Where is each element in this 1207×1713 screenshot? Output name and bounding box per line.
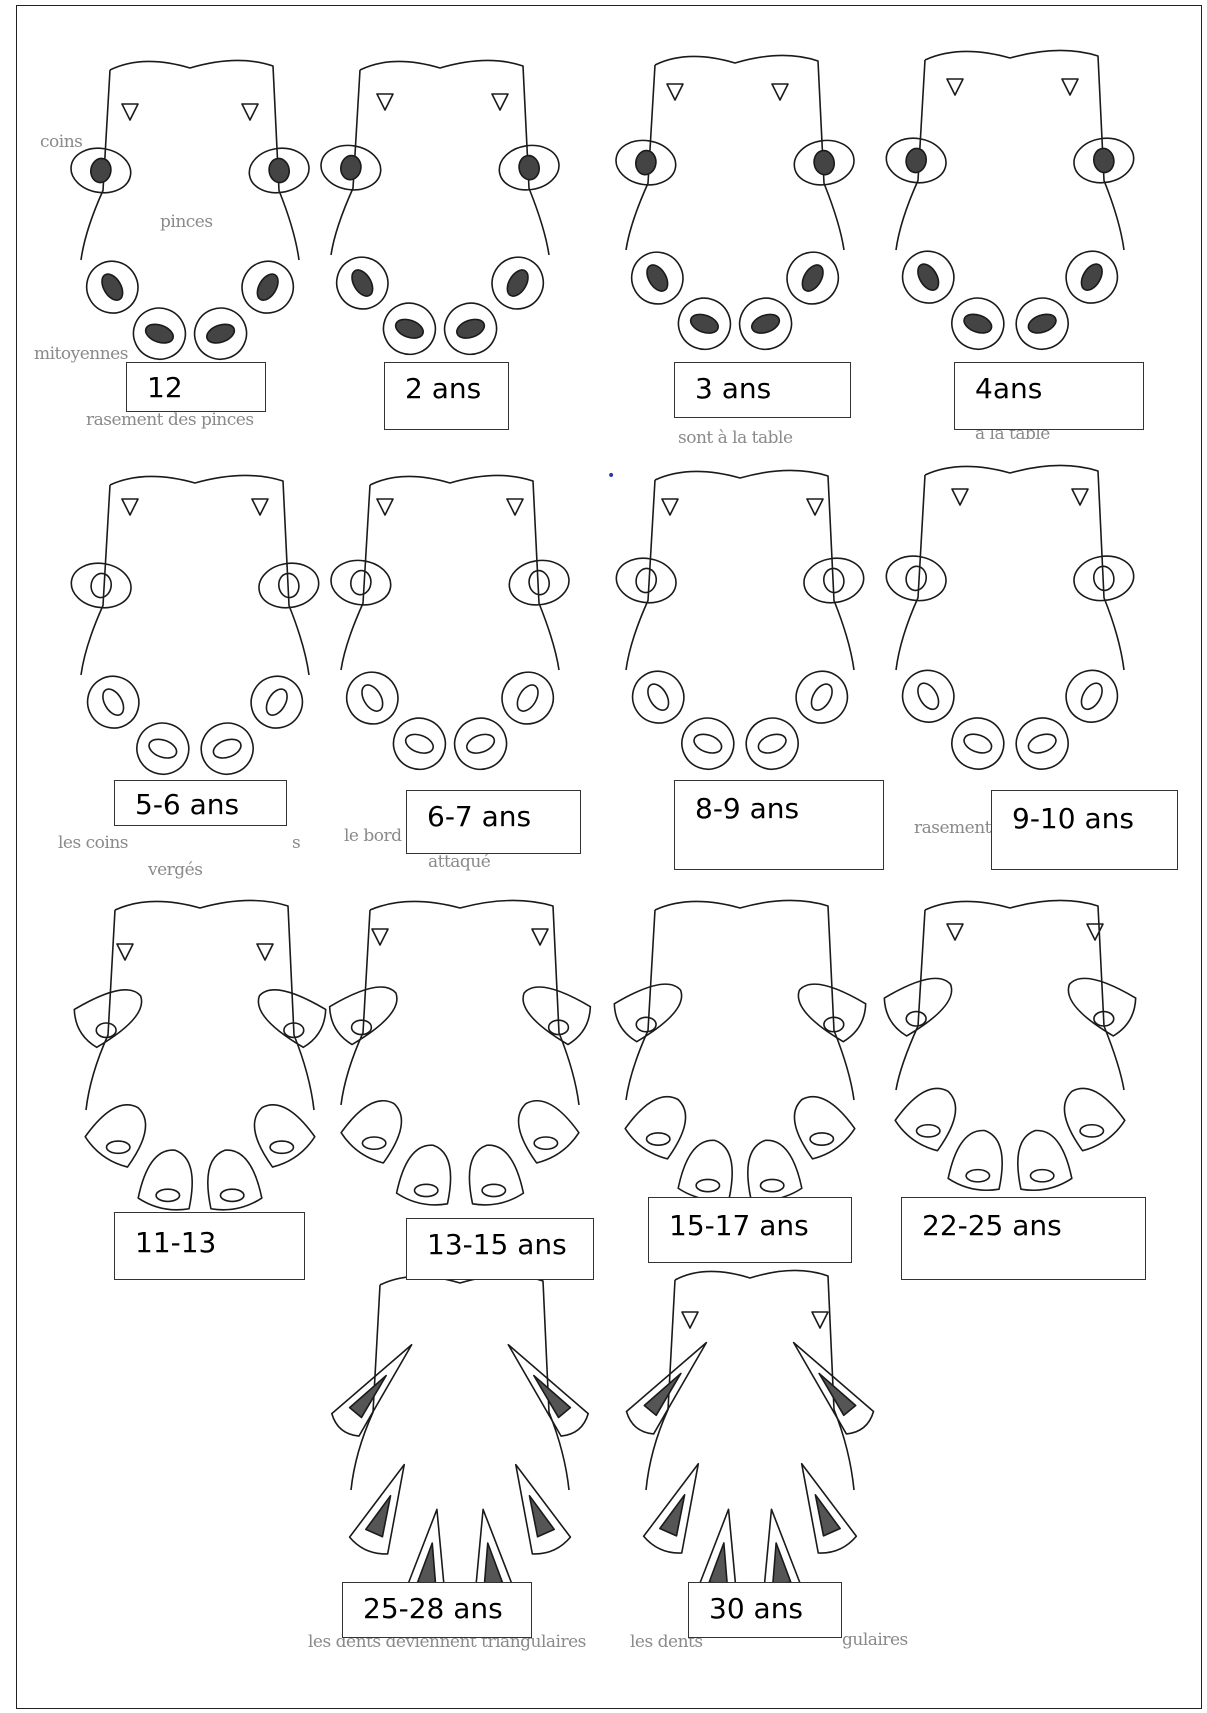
age-label: 9-10 ans bbox=[1012, 805, 1134, 833]
anatomy-label-pinces: pinces bbox=[160, 212, 213, 232]
jaw-illustration bbox=[609, 900, 871, 1203]
age-label-box: 13-15 ans bbox=[406, 1218, 594, 1280]
age-label-box: 6-7 ans bbox=[406, 790, 581, 854]
age-label: 6-7 ans bbox=[427, 803, 531, 831]
caption-8: rasement bbox=[914, 818, 991, 838]
age-label: 25-28 ans bbox=[363, 1595, 503, 1623]
jaw-illustration bbox=[68, 475, 322, 781]
anatomy-label-coins: coins bbox=[40, 132, 82, 152]
jaw-illustration bbox=[324, 900, 595, 1208]
caption-14b: gulaires bbox=[842, 1630, 908, 1650]
age-label: 4ans bbox=[975, 375, 1042, 403]
age-label-box: 25-28 ans bbox=[342, 1582, 532, 1638]
jaw-illustration bbox=[623, 1270, 878, 1604]
age-label-box: 8-9 ans bbox=[674, 780, 884, 870]
age-label: 22-25 ans bbox=[922, 1212, 1062, 1240]
age-label-box: 11-13 bbox=[114, 1212, 305, 1280]
age-label: 3 ans bbox=[695, 375, 771, 403]
age-label-box: 12 bbox=[126, 362, 266, 412]
age-label: 30 ans bbox=[709, 1595, 803, 1623]
age-label: 12 bbox=[147, 374, 183, 402]
age-label-box: 3 ans bbox=[674, 362, 851, 418]
age-label-box: 2 ans bbox=[384, 362, 509, 430]
caption-5b: s bbox=[292, 833, 300, 853]
jaw-illustration bbox=[883, 50, 1137, 356]
jaw-illustration bbox=[613, 55, 857, 356]
age-label-box: 4ans bbox=[954, 362, 1144, 430]
caption-6a: le bord bbox=[344, 826, 402, 846]
age-label: 2 ans bbox=[405, 375, 481, 403]
age-label-box: 15-17 ans bbox=[648, 1197, 852, 1263]
caption-1: rasement des pinces bbox=[86, 410, 254, 430]
age-label: 15-17 ans bbox=[669, 1212, 809, 1240]
age-label-box: 9-10 ans bbox=[991, 790, 1178, 870]
age-label-box: 22-25 ans bbox=[901, 1197, 1146, 1280]
anatomy-label-mitoyennes: mitoyennes bbox=[34, 344, 128, 364]
age-label-box: 5-6 ans bbox=[114, 780, 287, 826]
jaw-illustration bbox=[883, 465, 1137, 776]
caption-5c: vergés bbox=[148, 860, 202, 880]
stray-dot: • bbox=[607, 468, 615, 484]
caption-6b: attaqué bbox=[428, 852, 490, 872]
age-label: 13-15 ans bbox=[427, 1231, 567, 1259]
jaw-illustration bbox=[328, 1275, 592, 1604]
jaw-illustration bbox=[328, 475, 572, 776]
caption-3: sont à la table bbox=[678, 428, 793, 448]
age-label: 11-13 bbox=[135, 1229, 216, 1257]
age-label-box: 30 ans bbox=[688, 1582, 842, 1638]
jaw-illustration bbox=[879, 900, 1141, 1194]
jaw-illustration bbox=[69, 900, 331, 1213]
jaw-illustration bbox=[318, 60, 562, 361]
age-label: 5-6 ans bbox=[135, 791, 239, 819]
caption-5a: les coins bbox=[58, 833, 128, 853]
jaw-illustration bbox=[613, 470, 867, 776]
age-label: 8-9 ans bbox=[695, 795, 799, 823]
